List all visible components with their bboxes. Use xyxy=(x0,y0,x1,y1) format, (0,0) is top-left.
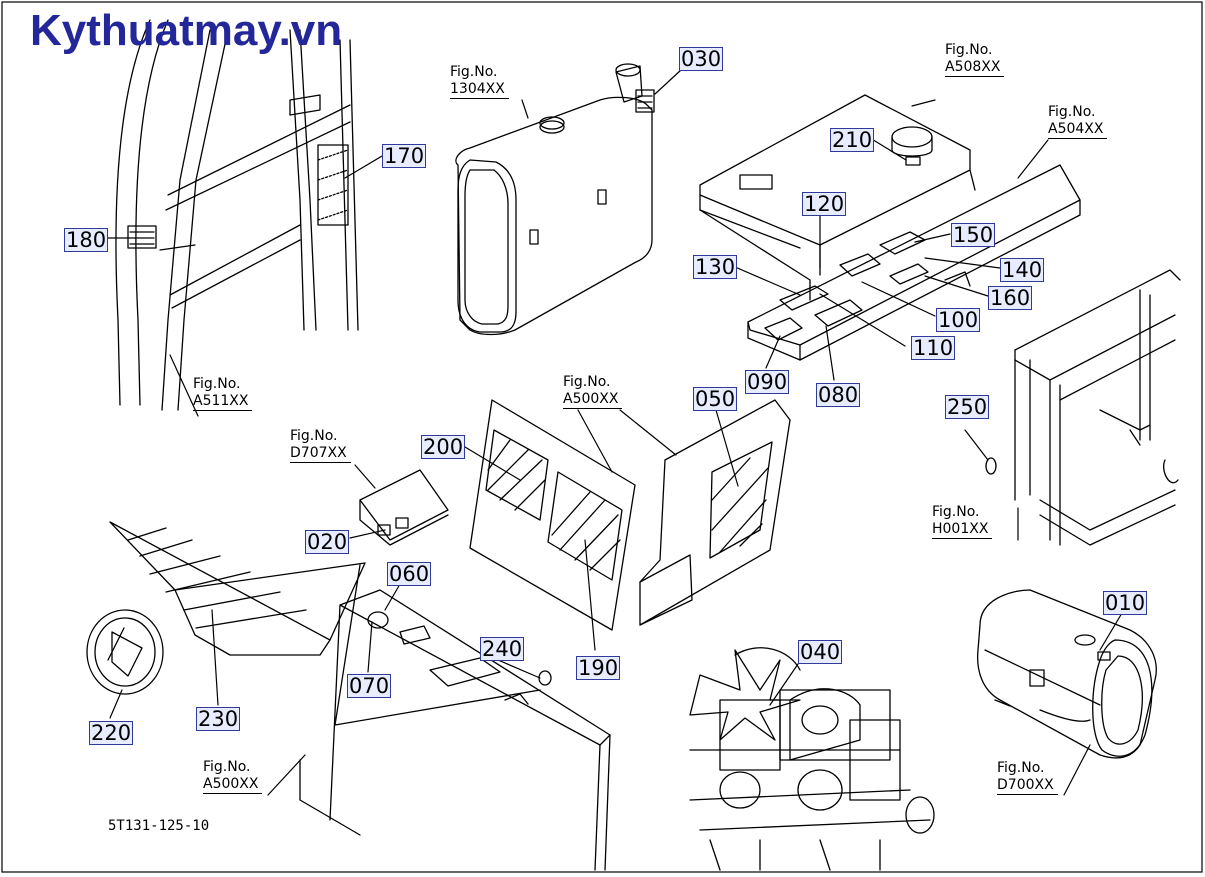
callout-180[interactable]: 180 xyxy=(64,228,109,252)
fig-ref-a511: Fig.No.A511XX xyxy=(193,376,253,411)
engine-assembly xyxy=(689,647,935,871)
cab-frame-left xyxy=(115,19,359,411)
fuel-tank-secondary xyxy=(976,589,1157,759)
leader-lines xyxy=(105,69,1123,796)
callout-090[interactable]: 090 xyxy=(745,370,790,394)
dashboard-console xyxy=(299,564,611,871)
callout-170[interactable]: 170 xyxy=(382,144,427,168)
fuel-tank-main xyxy=(455,63,655,336)
callout-150[interactable]: 150 xyxy=(951,223,996,247)
callout-230[interactable]: 230 xyxy=(196,707,241,731)
cab-frame-right xyxy=(985,269,1181,546)
fig-ref-a508: Fig.No.A508XX xyxy=(945,42,1005,77)
callout-040[interactable]: 040 xyxy=(798,640,843,664)
fig-ref-d707: Fig.No.D707XX xyxy=(290,428,351,463)
callout-030[interactable]: 030 xyxy=(679,47,724,71)
fig-ref-1304: Fig.No.1304XX xyxy=(450,64,509,99)
callout-100[interactable]: 100 xyxy=(936,308,981,332)
callout-130[interactable]: 130 xyxy=(693,255,738,279)
document-number: 5T131-125-10 xyxy=(108,818,210,834)
fig-ref-a504: Fig.No.A504XX xyxy=(1048,104,1108,139)
fig-ref-a500-panels: Fig.No.A500XX xyxy=(563,374,623,409)
bracket-d707 xyxy=(359,469,449,546)
callout-160[interactable]: 160 xyxy=(988,286,1033,310)
fig-ref-h001: Fig.No.H001XX xyxy=(932,504,993,539)
side-panel-left xyxy=(469,399,636,631)
brand-logo[interactable]: Kythuatmay.vn xyxy=(30,6,343,55)
callout-060[interactable]: 060 xyxy=(387,562,432,586)
callout-120[interactable]: 120 xyxy=(802,192,847,216)
callout-220[interactable]: 220 xyxy=(89,721,134,745)
callout-140[interactable]: 140 xyxy=(1000,258,1045,282)
callout-110[interactable]: 110 xyxy=(911,336,956,360)
callout-020[interactable]: 020 xyxy=(305,530,350,554)
callout-190[interactable]: 190 xyxy=(576,656,621,680)
callout-070[interactable]: 070 xyxy=(347,674,392,698)
fig-ref-d700: Fig.No.D700XX xyxy=(997,760,1058,795)
callout-080[interactable]: 080 xyxy=(816,383,861,407)
steering-wheel xyxy=(86,609,164,695)
callout-210[interactable]: 210 xyxy=(830,128,875,152)
callout-010[interactable]: 010 xyxy=(1103,591,1148,615)
rear-cover-plate xyxy=(699,94,1081,361)
callout-050[interactable]: 050 xyxy=(693,387,738,411)
side-panel-right xyxy=(639,399,791,626)
callout-240[interactable]: 240 xyxy=(480,637,525,661)
callout-200[interactable]: 200 xyxy=(421,435,466,459)
callout-250[interactable]: 250 xyxy=(945,395,990,419)
fig-ref-a500-console: Fig.No.A500XX xyxy=(203,759,263,794)
